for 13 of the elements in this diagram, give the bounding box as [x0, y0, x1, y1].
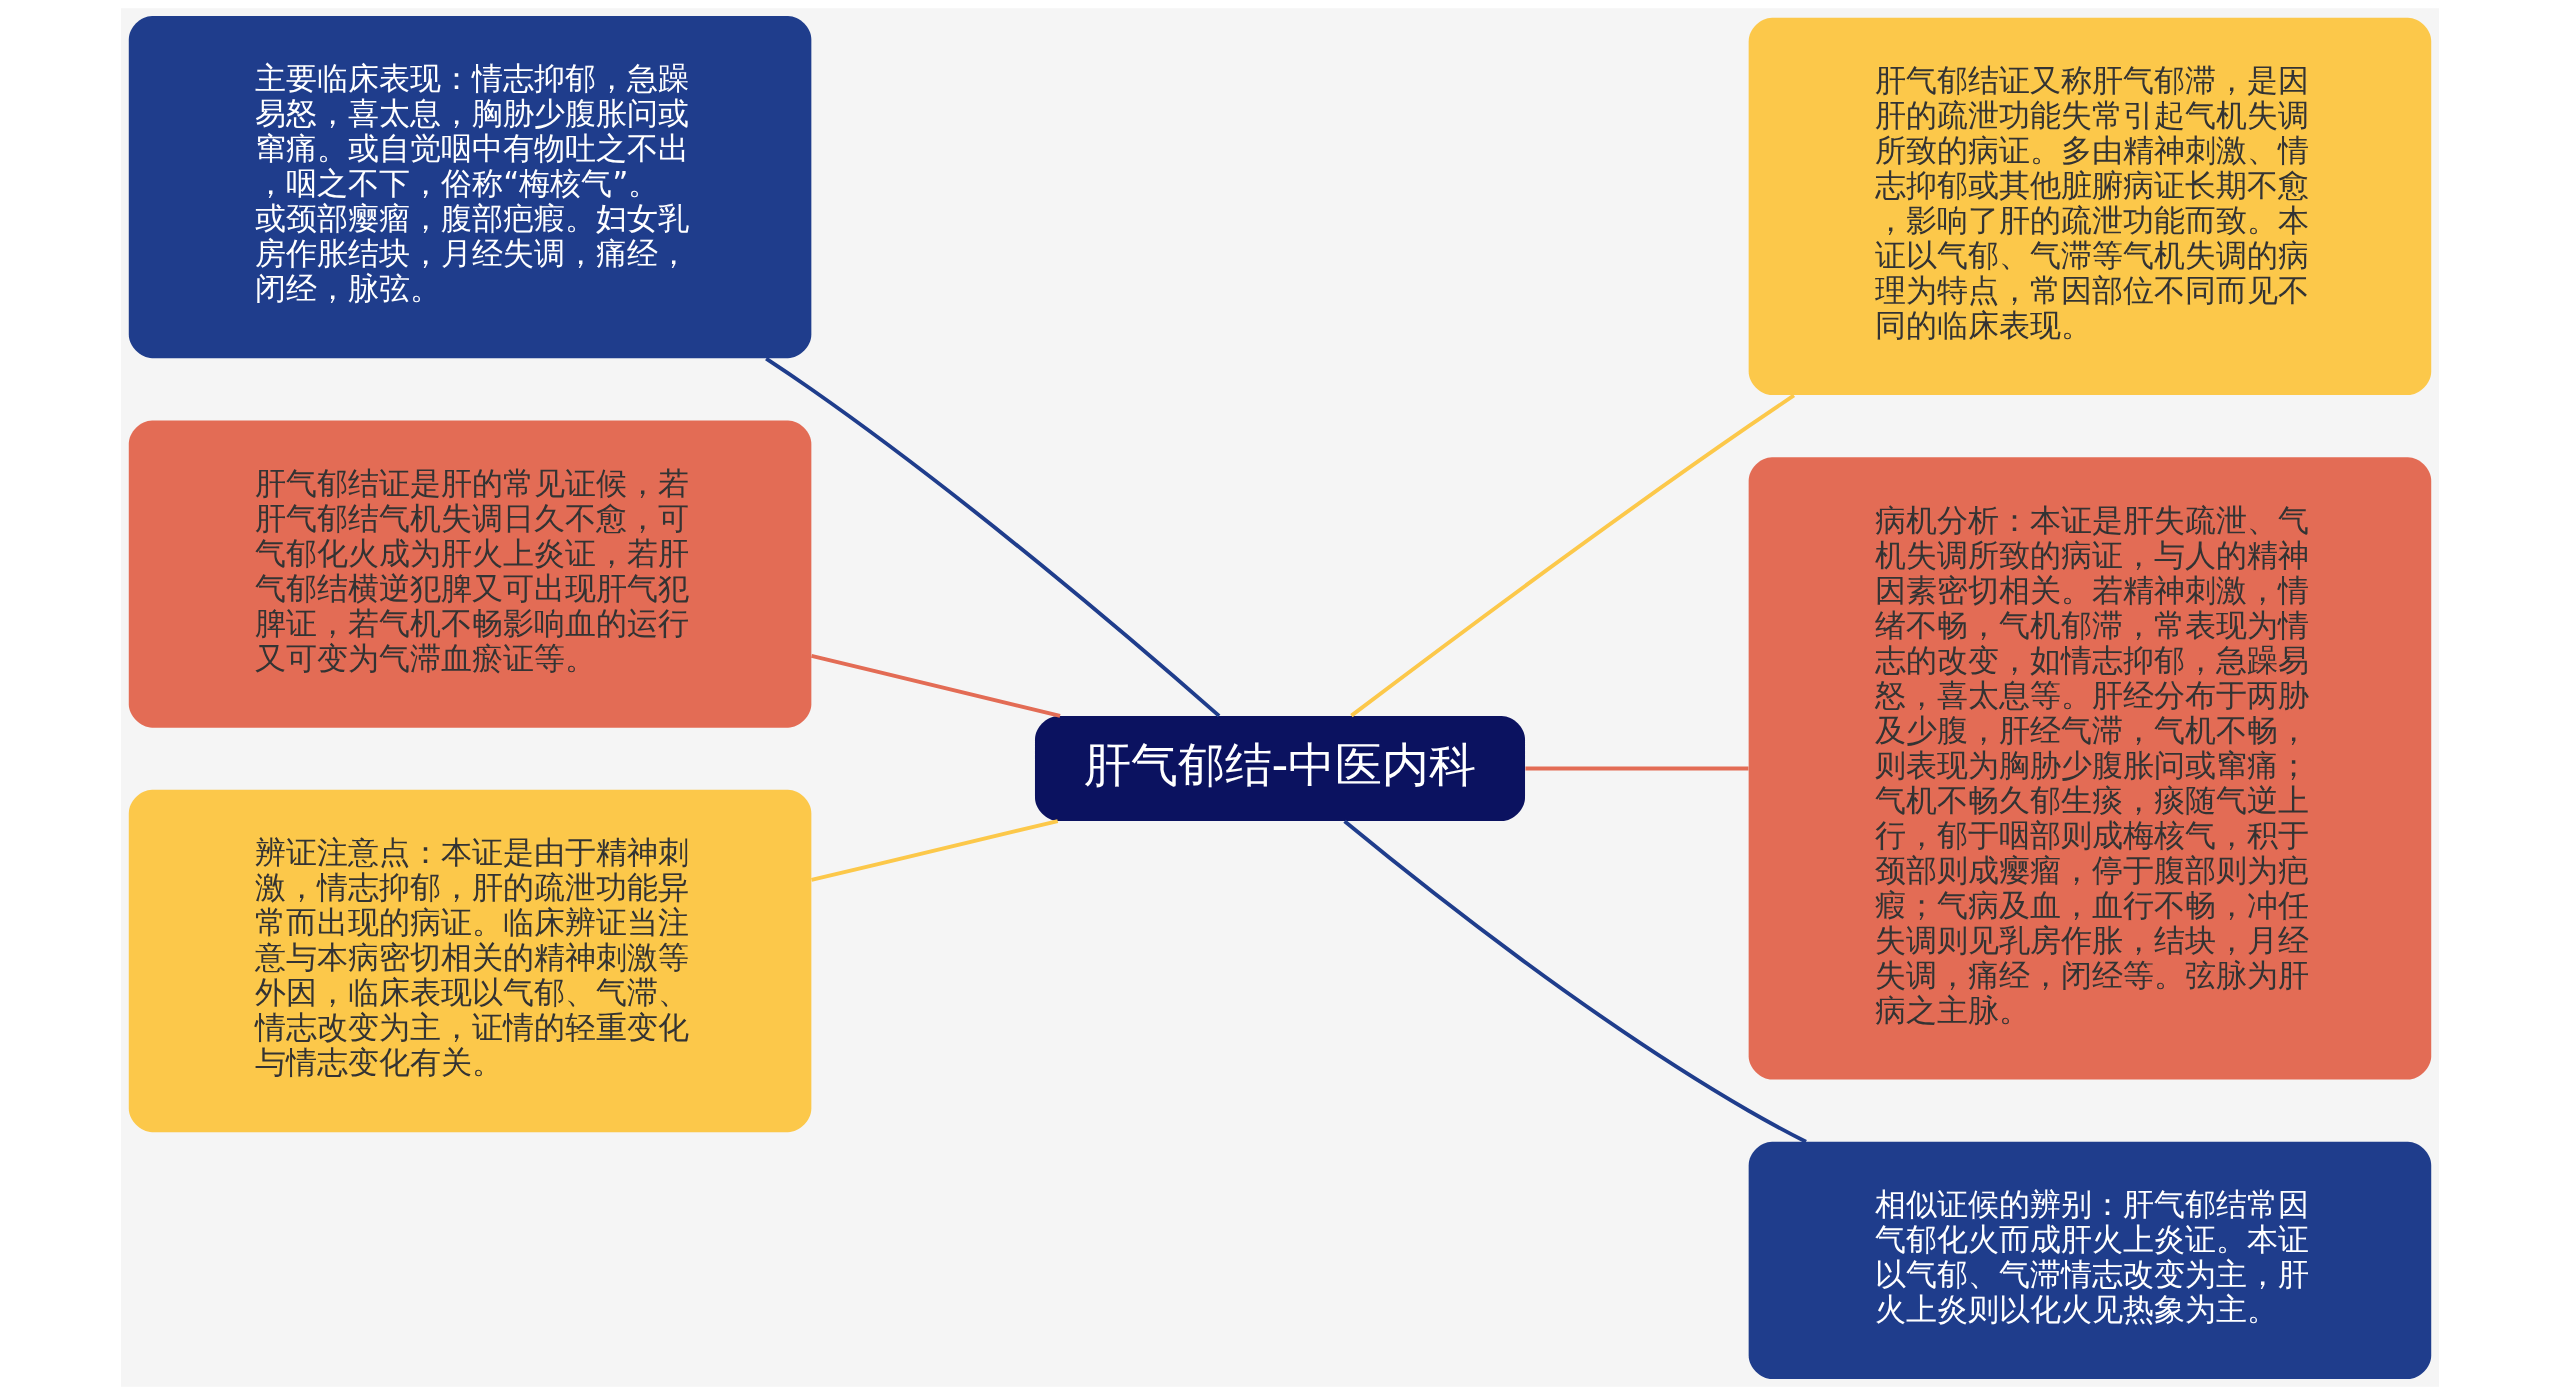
node-box: 病机分析：本证是肝失疏泄、气机失调所致的病证，与人的精神因素密切相关。若精神刺激，情绪不畅，气机郁滞，常表现为情志的改变，如情志抑郁，急躁易怒，喜太息等。肝经分布于两胁及少腹，肝经气滞，气机不畅，则表现为胸胁少腹胀问或窜痛；气机不畅久郁生痰，痰随气逆上行，郁于咽部则成梅核气，积于颈部则成瘿瘤，停于腹部则为疤瘕；气病及血，血行不畅，冲任失调则见乳房作胀，结块，月经失调，痛经，闭经等。弦脉为肝病之主脉。: [1748, 457, 2432, 1080]
node-box: 相似证候的辨别：肝气郁结常因气郁化火而成肝火上炎证。本证以气郁、气滞情志改变为主，肝火上炎则以化火见热象为主。: [1748, 1141, 2432, 1380]
connector: [811, 819, 1059, 882]
connector: [811, 654, 1061, 718]
connector: [1350, 393, 1795, 718]
node-box: 肝气郁结-中医内科: [1035, 715, 1525, 821]
node-box: 主要临床表现：情志抑郁，急躁易怒，喜太息，胸胁少腹胀问或窜痛。或自觉咽中有物吐之不出，咽之不下，俗称“梅核气”。或颈部瘿瘤，腹部疤瘕。妇女乳房作胀结块，月经失调，痛经，闭经，脉弦。: [128, 15, 812, 359]
connector: [1525, 766, 1749, 771]
connector: [765, 357, 1221, 718]
node-box: 肝气郁结证是肝的常见证候，若肝气郁结气机失调日久不愈，可气郁化火成为肝火上炎证，若肝气郁结横逆犯脾又可出现肝气犯脾证，若气机不畅影响血的运行又可变为气滞血瘀证等。: [128, 420, 812, 728]
node-box: 辨证注意点：本证是由于精神刺激，情志抑郁，肝的疏泄功能异常而出现的病证。临床辨证当注意与本病密切相关的精神刺激等外因，临床表现以气郁、气滞、情志改变为主，证情的轻重变化与情志变化有关。: [128, 789, 812, 1133]
connector: [1343, 819, 1807, 1144]
node-box: 肝气郁结证又称肝气郁滞，是因肝的疏泄功能失常引起气机失调所致的病证。多由精神刺激、情志抑郁或其他脏腑病证长期不愈，影响了肝的疏泄功能而致。本证以气郁、气滞等气机失调的病理为特点，常因部位不同而见不同的临床表现。: [1748, 17, 2432, 396]
